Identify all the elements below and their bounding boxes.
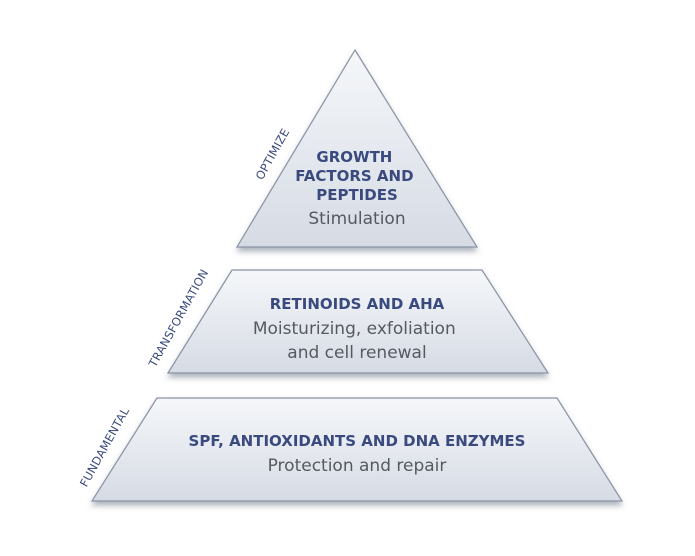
tier-optimize-heading-line-2: FACTORS AND <box>295 167 413 185</box>
tier-fundamental-subtext: Protection and repair <box>268 456 447 476</box>
tier-optimize-heading-line-3: PEPTIDES <box>316 186 398 204</box>
tier-optimize-shape <box>235 48 479 248</box>
tier-optimize: GROWTH FACTORS AND PEPTIDES Stimulation … <box>235 48 479 248</box>
tier-transformation-subtext-line-2: and cell renewal <box>287 343 426 363</box>
tier-transformation-shape <box>166 269 550 374</box>
tier-optimize-heading-line-1: GROWTH <box>316 148 392 166</box>
tier-fundamental: SPF, ANTIOXIDANTS AND DNA ENZYMES Protec… <box>77 397 624 502</box>
tier-transformation: RETINOIDS AND AHA Moisturizing, exfoliat… <box>145 267 550 374</box>
tier-transformation-subtext: Moisturizing, exfoliation and cell renew… <box>253 319 461 363</box>
tier-optimize-heading: GROWTH FACTORS AND PEPTIDES <box>295 148 419 204</box>
tier-optimize-subtext: Stimulation <box>308 209 405 229</box>
tier-transformation-subtext-line-1: Moisturizing, exfoliation <box>253 319 456 339</box>
tier-transformation-heading: RETINOIDS AND AHA <box>270 295 445 313</box>
tier-fundamental-shape <box>90 397 624 502</box>
tier-fundamental-heading: SPF, ANTIOXIDANTS AND DNA ENZYMES <box>189 432 526 450</box>
